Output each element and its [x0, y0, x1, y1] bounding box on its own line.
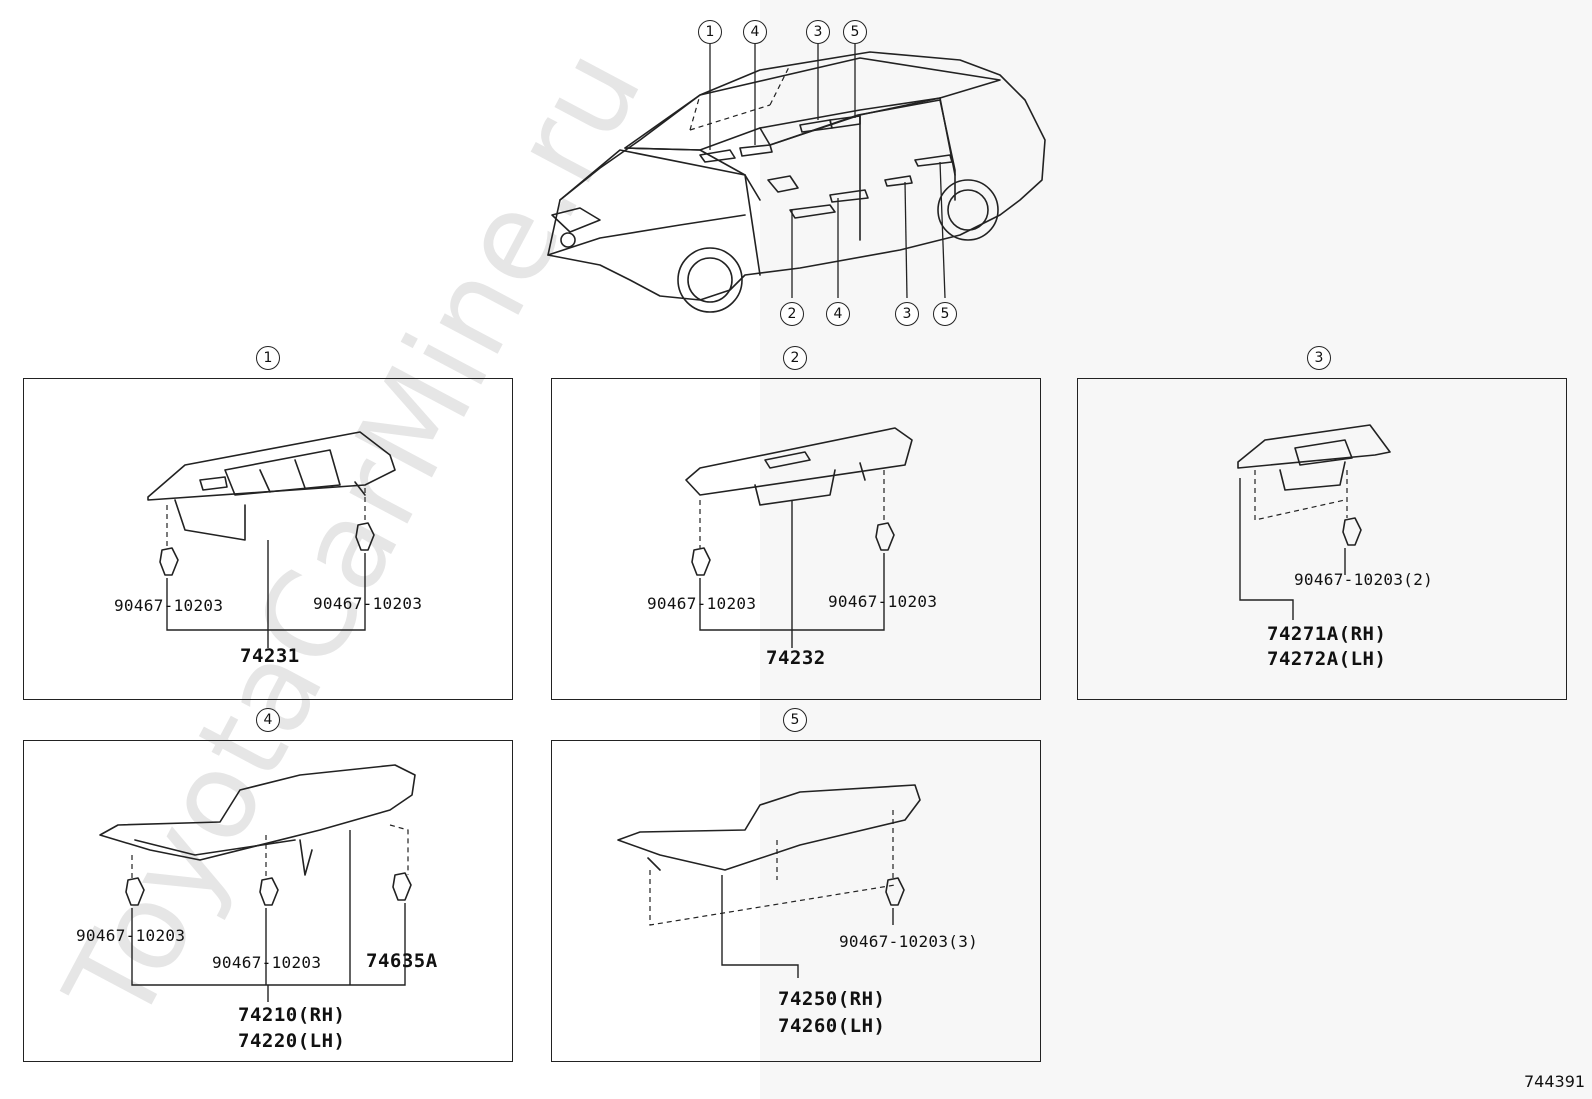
panel-3-clip-label: 90467-10203(2) [1294, 570, 1434, 589]
car-callout-4-top: 4 [743, 20, 767, 44]
panel-4 [23, 740, 513, 1062]
panel-callout-3: 3 [1307, 346, 1331, 370]
panel-5 [551, 740, 1041, 1062]
car-callout-3-top: 3 [806, 20, 830, 44]
panel-callout-1: 1 [256, 346, 280, 370]
panel-5-clip-label: 90467-10203(3) [839, 932, 979, 951]
car-callout-3-bottom: 3 [895, 302, 919, 326]
panel-4-part-aux: 74635A [366, 950, 438, 972]
background-shade [760, 0, 1592, 1099]
figure-code: 744391 [1524, 1072, 1586, 1091]
panel-4-clip-left-label: 90467-10203 [76, 926, 186, 945]
panel-callout-2: 2 [783, 346, 807, 370]
panel-2-part-number: 74232 [766, 647, 826, 669]
panel-3-part-lh: 74272A(LH) [1267, 648, 1387, 670]
panel-1 [23, 378, 513, 700]
panel-2-clip-left-label: 90467-10203 [647, 594, 757, 613]
panel-5-part-rh: 74250(RH) [778, 988, 886, 1010]
car-callout-5-top: 5 [843, 20, 867, 44]
car-callout-5-bottom: 5 [933, 302, 957, 326]
panel-5-part-lh: 74260(LH) [778, 1015, 886, 1037]
panel-4-part-lh: 74220(LH) [238, 1030, 346, 1052]
panel-1-part-number: 74231 [240, 645, 300, 667]
panel-3 [1077, 378, 1567, 700]
car-callout-4-bottom: 4 [826, 302, 850, 326]
panel-4-part-rh: 74210(RH) [238, 1004, 346, 1026]
panel-2-clip-right-label: 90467-10203 [828, 592, 938, 611]
panel-callout-5: 5 [783, 708, 807, 732]
panel-2 [551, 378, 1041, 700]
panel-3-part-rh: 74271A(RH) [1267, 623, 1387, 645]
panel-1-clip-left-label: 90467-10203 [114, 596, 224, 615]
panel-4-clip-center-label: 90467-10203 [212, 953, 322, 972]
panel-callout-4: 4 [256, 708, 280, 732]
car-callout-2-bottom: 2 [780, 302, 804, 326]
car-callout-1-top: 1 [698, 20, 722, 44]
panel-1-clip-right-label: 90467-10203 [313, 594, 423, 613]
